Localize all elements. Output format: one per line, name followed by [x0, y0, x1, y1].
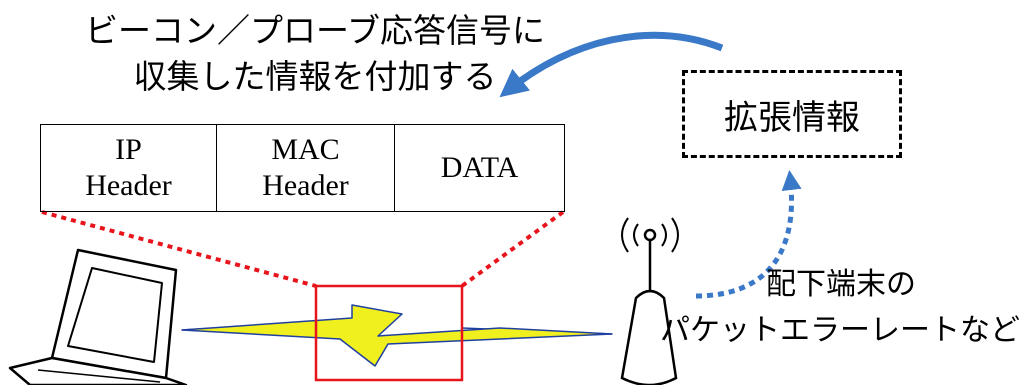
access-point-icon	[620, 217, 679, 385]
extension-info-box: 拡張情報	[682, 70, 902, 158]
frame-highlight-box	[314, 284, 464, 382]
lightning-bolt-icon	[181, 304, 613, 367]
collect-info-arrow	[695, 170, 802, 299]
zoom-line-right	[460, 210, 565, 288]
extension-info-label: 拡張情報	[724, 97, 860, 138]
zoom-line-left	[41, 210, 317, 288]
data-field-label: DATA	[440, 151, 519, 184]
ap-note: 配下端末の パケットエラーレートなど	[660, 262, 1034, 354]
caption-line-1: ビーコン／プローブ応答信号に	[84, 11, 546, 50]
laptop-icon	[8, 248, 188, 385]
packet-field-ip-header: IP Header	[41, 125, 216, 211]
ip-header-line-2: Header	[85, 169, 172, 202]
packet-frame: IP Header MAC Header DATA	[40, 124, 565, 212]
packet-field-data: DATA	[394, 125, 564, 211]
packet-field-mac-header: MAC Header	[216, 125, 394, 211]
append-info-arrow	[499, 31, 724, 98]
caption-line-2: 収集した情報を付加する	[133, 57, 497, 96]
ip-header-line-1: IP	[115, 133, 142, 166]
mac-header-line-2: Header	[262, 169, 349, 202]
ap-note-line-2: パケットエラーレートなど	[660, 313, 1020, 348]
mac-header-line-1: MAC	[271, 133, 340, 166]
caption-text: ビーコン／プローブ応答信号に 収集した情報を付加する	[70, 8, 560, 100]
ap-note-line-1: 配下端末の	[766, 267, 916, 302]
